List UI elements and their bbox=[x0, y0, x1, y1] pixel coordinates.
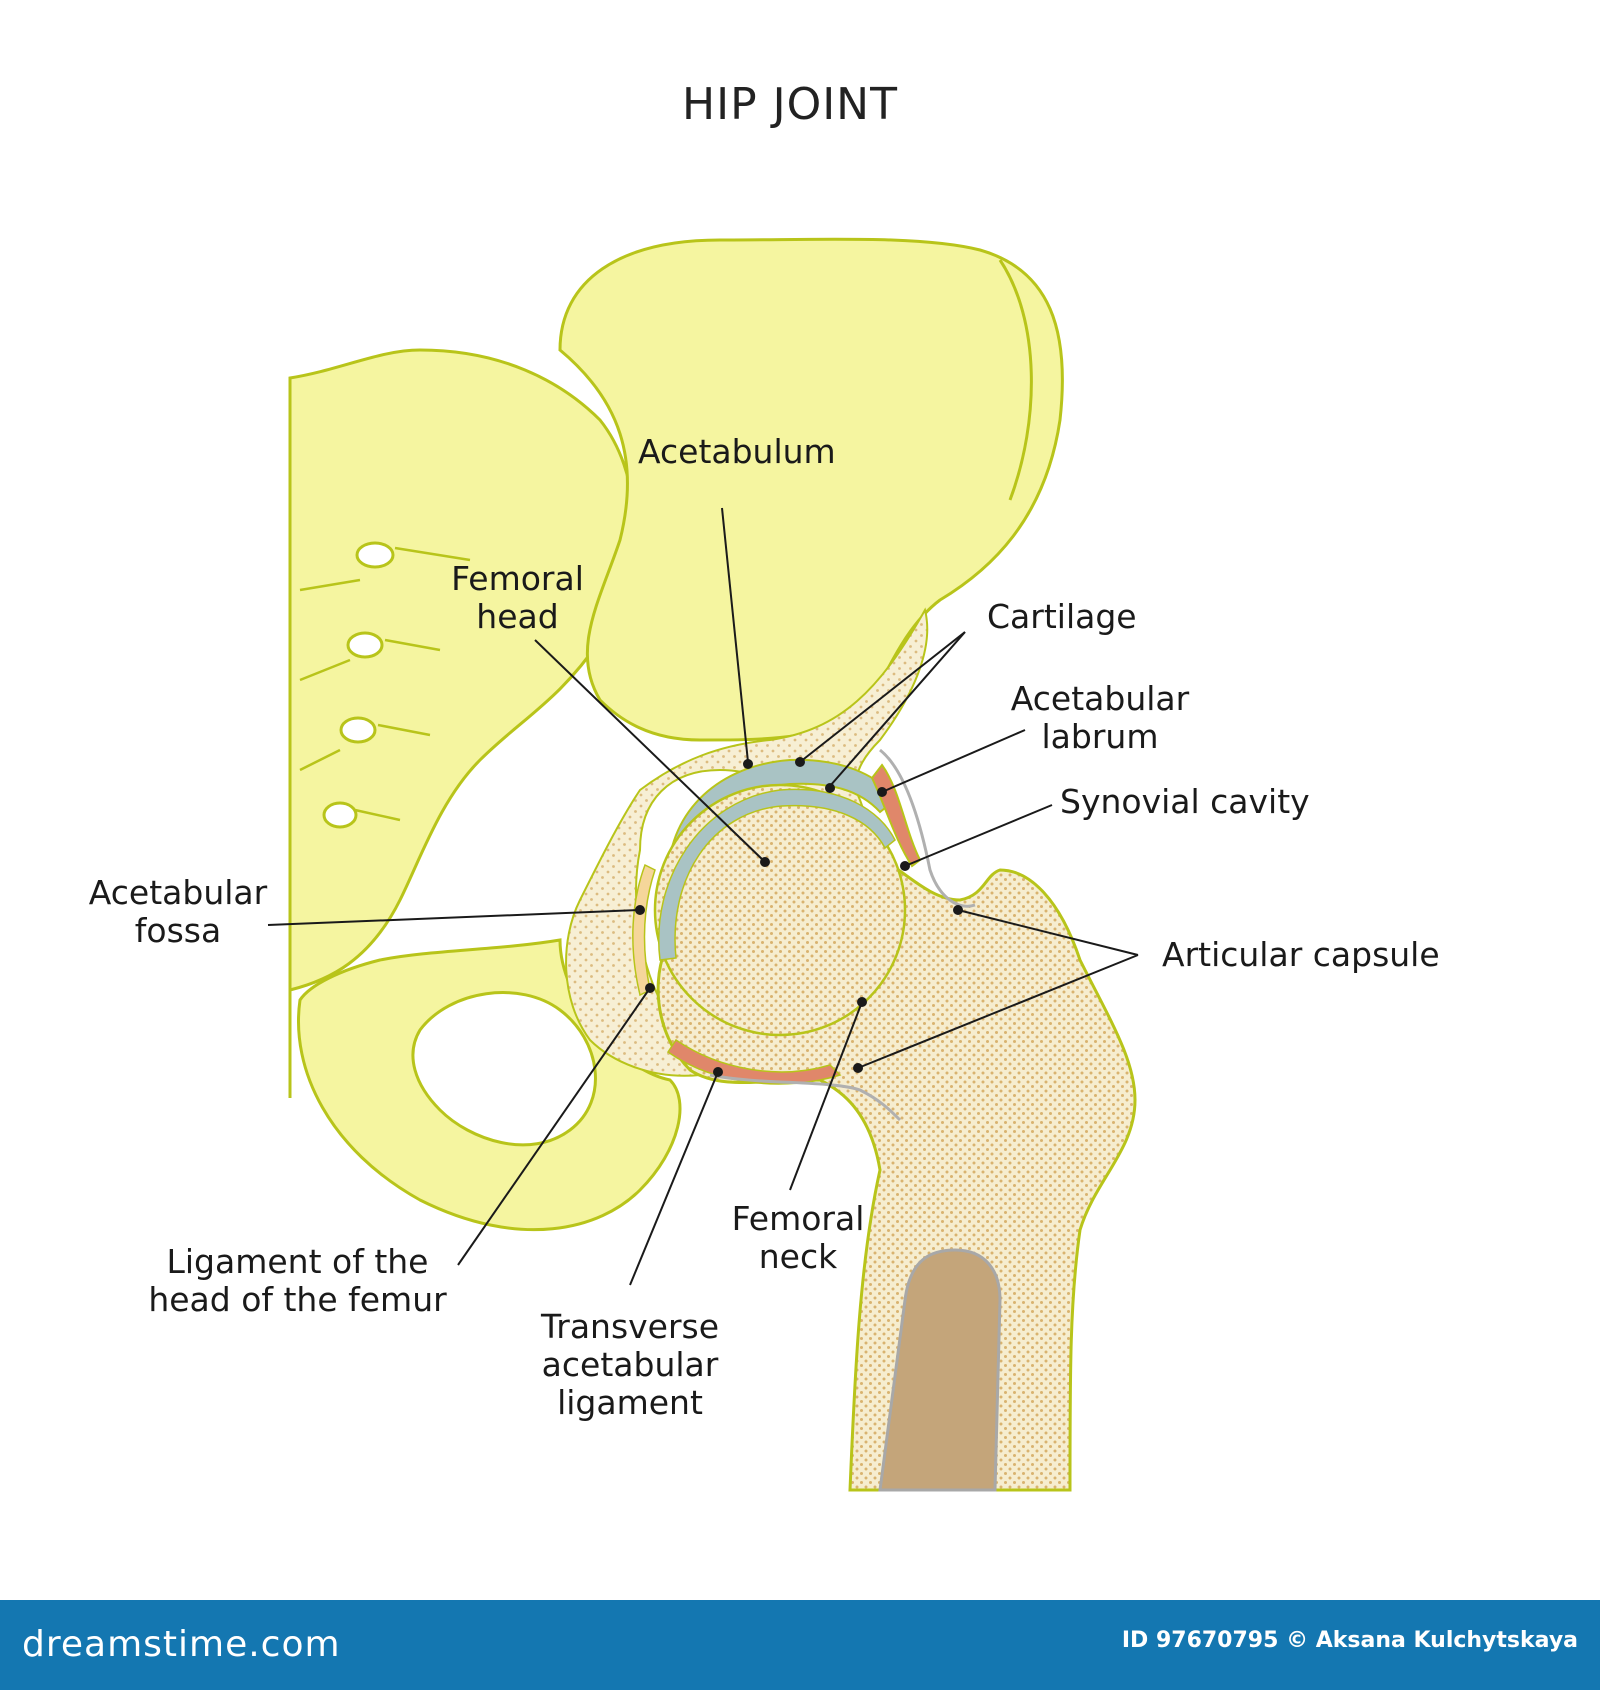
label-articular-capsule: Articular capsule bbox=[1162, 935, 1440, 974]
sacral-foramen-3 bbox=[339, 716, 377, 744]
footer-credit: ID 97670795 © Aksana Kulchytskaya bbox=[1121, 1628, 1578, 1653]
label-acetabular-fossa-line2: fossa bbox=[134, 911, 222, 950]
label-transverse-line3: ligament bbox=[557, 1383, 703, 1422]
medullary-cavity bbox=[878, 1248, 1002, 1492]
label-ligament-head-femur-line2: head of the femur bbox=[148, 1280, 447, 1319]
iliac-crest-line bbox=[998, 259, 1033, 501]
label-femoral-head-line2: head bbox=[476, 597, 559, 636]
footer-bar: dreamstime.com ID 97670795 © Aksana Kulc… bbox=[0, 1600, 1600, 1690]
label-acetabular-labrum-line1: Acetabular bbox=[1010, 679, 1190, 718]
sacral-foramen-4 bbox=[322, 801, 358, 829]
label-acetabular-labrum-line2: labrum bbox=[1041, 717, 1159, 756]
label-acetabular-labrum: Acetabular labrum bbox=[1000, 680, 1200, 756]
femoral-head bbox=[653, 783, 907, 1037]
label-transverse-acetabular-ligament: Transverse acetabular ligament bbox=[530, 1308, 730, 1422]
label-femoral-neck-line1: Femoral bbox=[731, 1199, 865, 1238]
sacral-foramen-1 bbox=[355, 541, 395, 569]
footer-brand[interactable]: dreamstime.com bbox=[22, 1624, 341, 1665]
obturator-foramen bbox=[411, 991, 597, 1147]
label-synovial-cavity: Synovial cavity bbox=[1060, 782, 1310, 821]
sacral-foramen-2 bbox=[346, 631, 384, 659]
label-acetabular-fossa: Acetabular fossa bbox=[78, 874, 278, 950]
femoral-head-inferior-rim bbox=[666, 1038, 842, 1085]
leader-dots bbox=[635, 757, 963, 1077]
acetabular-fossa-pad bbox=[632, 863, 656, 997]
label-acetabular-fossa-line1: Acetabular bbox=[88, 873, 268, 912]
sacral-lines bbox=[299, 546, 471, 822]
label-femoral-head-line1: Femoral bbox=[451, 559, 584, 598]
label-transverse-line2: acetabular bbox=[541, 1345, 719, 1384]
label-cartilage: Cartilage bbox=[987, 597, 1137, 636]
label-femoral-neck: Femoral neck bbox=[718, 1200, 878, 1276]
label-femoral-neck-line2: neck bbox=[758, 1237, 838, 1276]
leader-lines bbox=[267, 507, 1139, 1286]
label-femoral-head: Femoral head bbox=[430, 560, 605, 636]
label-ligament-head-femur-line1: Ligament of the bbox=[166, 1242, 429, 1281]
label-transverse-line1: Transverse bbox=[540, 1307, 720, 1346]
label-acetabulum: Acetabulum bbox=[638, 432, 836, 471]
capsule-line bbox=[709, 748, 976, 1122]
ilium bbox=[558, 237, 1064, 742]
label-ligament-head-femur: Ligament of the head of the femur bbox=[140, 1243, 455, 1319]
femoral-head-cartilage bbox=[658, 788, 896, 961]
page-title: HIP JOINT bbox=[682, 79, 898, 130]
